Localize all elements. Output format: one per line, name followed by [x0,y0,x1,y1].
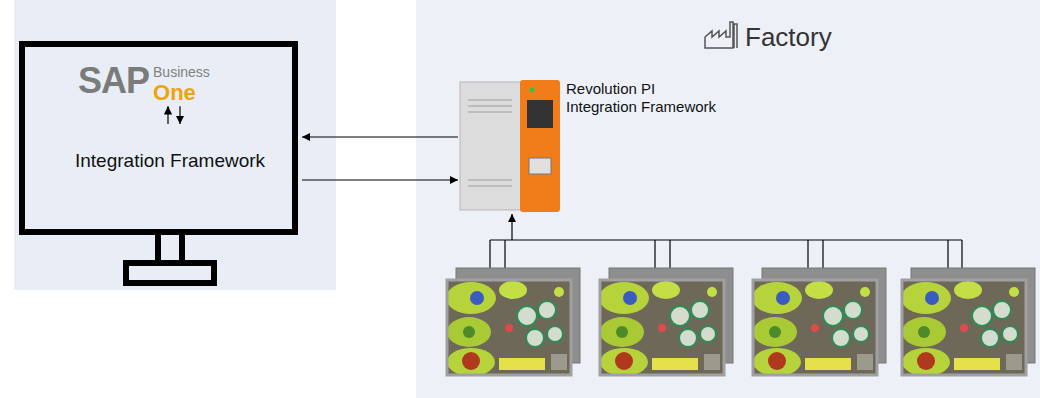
machine-photos [446,268,1035,376]
monitor-neck [158,235,182,263]
monitor-icon [22,44,295,283]
revolution-pi-device [460,80,560,212]
logo-text: SAP [78,63,149,99]
box-label: Integration Framework [75,150,265,172]
factory-panel [416,0,1040,398]
flow-arrow [302,136,458,137]
usb-port [529,158,551,174]
machine-photo [599,280,724,376]
framework-box: Integration Framework [60,126,300,196]
logo-subtext: Business One [153,58,217,104]
bus-line [490,239,962,240]
machine-photo [446,280,571,376]
flow-arrow [179,106,180,124]
factory-symbol [705,22,737,48]
photo-frame [753,280,877,375]
device-front [520,80,560,212]
machine-photo [901,280,1026,376]
device-label: Revolution PI Integration Framework [566,80,724,116]
device-box: Revolution PI Integration Framework [460,80,560,212]
photo-frame [447,280,571,375]
photo-frame [600,280,724,375]
factory-region: FactoryRevolution PI Integration Framewo… [416,0,1040,398]
bus-riser [511,214,512,240]
device-body [460,82,522,210]
region-heading: Factory [745,22,832,53]
monitor-frame [22,44,295,232]
status-led [530,88,535,93]
device-vents [468,100,512,186]
ethernet-port [527,100,553,128]
flow-arrow [302,179,458,180]
flow-arrow [167,106,168,124]
logo-box: SAPBusiness One [78,58,217,104]
photo-frame [902,280,1026,375]
machine-photo [752,280,877,376]
system-panel [14,0,336,290]
monitor-base [126,263,214,283]
factory-icon [705,22,737,48]
